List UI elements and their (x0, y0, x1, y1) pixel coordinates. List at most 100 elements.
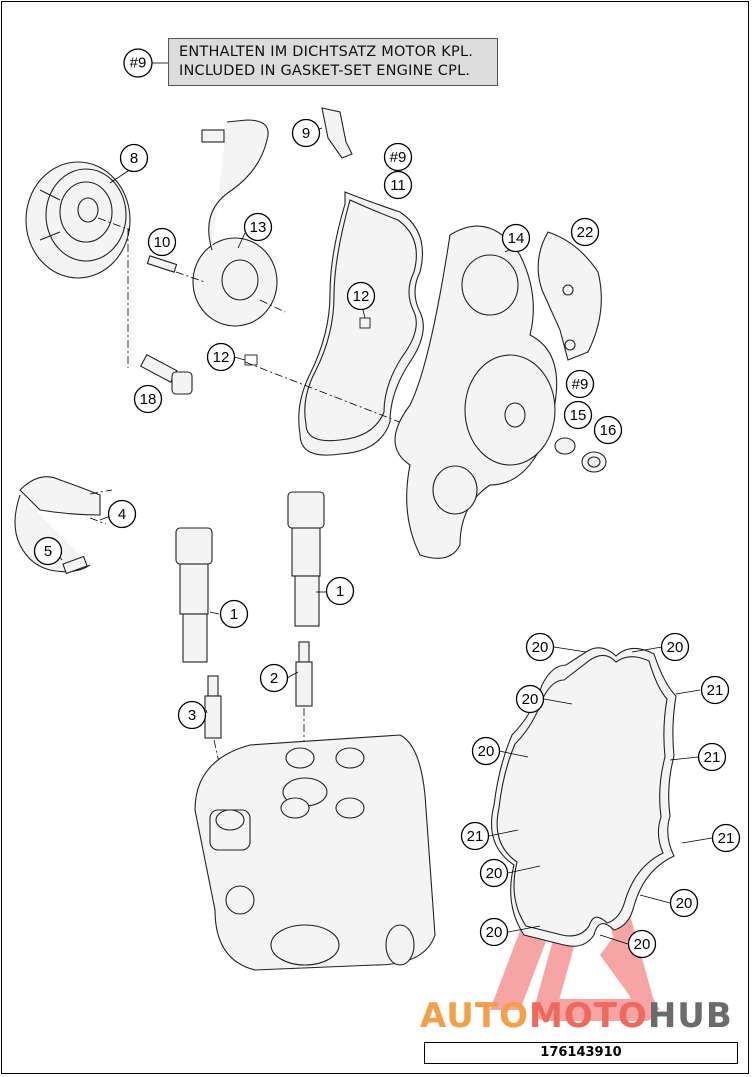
callout-c12a: 12 (346, 281, 376, 311)
o-ring (554, 437, 576, 455)
callout-c22: 22 (570, 217, 600, 247)
spark-plug-left (204, 675, 222, 739)
callout-label: 12 (213, 349, 230, 366)
callout-circle (471, 736, 501, 766)
callout-g20c: 20 (515, 684, 545, 714)
callout-circle (383, 170, 413, 200)
flywheel-bolt (139, 353, 193, 395)
callout-label: 20 (532, 639, 549, 656)
callout-label: #9 (390, 149, 407, 166)
callout-c3: 3 (177, 700, 207, 730)
callout-circle (697, 742, 727, 772)
flywheel-rotor (25, 161, 131, 279)
callout-g20b: 20 (660, 632, 690, 662)
brand-moto: MOTO (528, 996, 648, 1036)
callout-c10: 10 (147, 227, 177, 257)
note-line-english: INCLUDED IN GASKET-SET ENGINE CPL. (179, 63, 471, 79)
callout-c9c: #9 (565, 369, 595, 399)
stator-screw (146, 255, 178, 273)
callout-c9b: #9 (383, 142, 413, 172)
callout-label: 20 (478, 743, 495, 760)
callout-label: 20 (667, 639, 684, 656)
callout-c4: 4 (107, 499, 137, 529)
callout-label: 13 (250, 219, 267, 236)
callout-circle (570, 217, 600, 247)
callout-circle (346, 281, 376, 311)
callout-circle (383, 142, 413, 172)
callout-label: 21 (718, 830, 735, 847)
cover-bracket (537, 231, 602, 361)
callout-circle (291, 118, 321, 148)
ignition-coil-right (287, 491, 325, 627)
callout-circle (259, 663, 289, 693)
note-tag-label: #9 (130, 55, 147, 72)
callout-label: 2 (270, 670, 278, 687)
callout-g21d: 21 (711, 823, 741, 853)
callout-g21c: 21 (460, 821, 490, 851)
callout-c9: 9 (291, 118, 321, 148)
callout-label: 9 (302, 125, 310, 142)
cover-gasket (298, 191, 424, 456)
stator-coil (192, 119, 278, 327)
callout-label: 1 (336, 583, 344, 600)
callout-circle (33, 536, 63, 566)
screw-plug (581, 451, 607, 473)
callout-circle (133, 384, 163, 414)
callout-label: 20 (634, 936, 651, 953)
callout-label: 14 (508, 230, 525, 247)
crankcase-gasket (490, 647, 677, 947)
callout-circle (565, 369, 595, 399)
callout-circle (563, 400, 593, 430)
brand-hub: HUB (647, 996, 733, 1036)
callout-circle (660, 632, 690, 662)
callout-c15: 15 (563, 400, 593, 430)
callout-note-tag: #9 (123, 48, 153, 78)
callout-circle (107, 499, 137, 529)
callout-label: 20 (486, 865, 503, 882)
callout-label: 4 (118, 506, 126, 523)
callout-label: 5 (44, 543, 52, 560)
note-line-german: ENTHALTEN IM DICHTSATZ MOTOR KPL. (179, 44, 474, 60)
callout-label: 11 (390, 177, 406, 194)
callout-circle (711, 823, 741, 853)
callout-c1b: 1 (325, 576, 355, 606)
callout-label: 21 (704, 749, 721, 766)
callout-g20a: 20 (525, 632, 555, 662)
callout-circle (147, 227, 177, 257)
pickup-sensor (14, 476, 101, 575)
callout-c11: 11 (383, 170, 413, 200)
callout-circle (525, 632, 555, 662)
callout-circle (479, 917, 509, 947)
gasket-set-note: ENTHALTEN IM DICHTSATZ MOTOR KPL. INCLUD… (168, 38, 498, 86)
callout-circle (243, 212, 273, 242)
callout-c12b: 12 (206, 342, 236, 372)
callout-c13: 13 (243, 212, 273, 242)
callout-circle (515, 684, 545, 714)
callout-label: 20 (522, 691, 539, 708)
callout-circle (593, 415, 623, 445)
callout-label: 16 (600, 422, 617, 439)
callout-circle (119, 143, 149, 173)
callout-circle (479, 858, 509, 888)
drawing-number: 176143910 (424, 1042, 738, 1064)
callout-label: 21 (707, 682, 724, 699)
callout-g20g: 20 (479, 917, 509, 947)
callout-label: 12 (353, 288, 370, 305)
callout-g20h: 20 (627, 929, 657, 959)
callout-circle (627, 929, 657, 959)
callout-circle (700, 675, 730, 705)
callout-label: 20 (676, 895, 693, 912)
callout-label: 8 (130, 150, 138, 167)
callout-label: 21 (467, 828, 484, 845)
callout-circle (460, 821, 490, 851)
callout-label: 15 (570, 407, 587, 424)
callout-g20d: 20 (471, 736, 501, 766)
callout-g20e: 20 (479, 858, 509, 888)
callout-label: 22 (577, 224, 594, 241)
callout-circle (219, 599, 249, 629)
callout-circle (669, 888, 699, 918)
callout-circle (325, 576, 355, 606)
callout-c14: 14 (501, 223, 531, 253)
